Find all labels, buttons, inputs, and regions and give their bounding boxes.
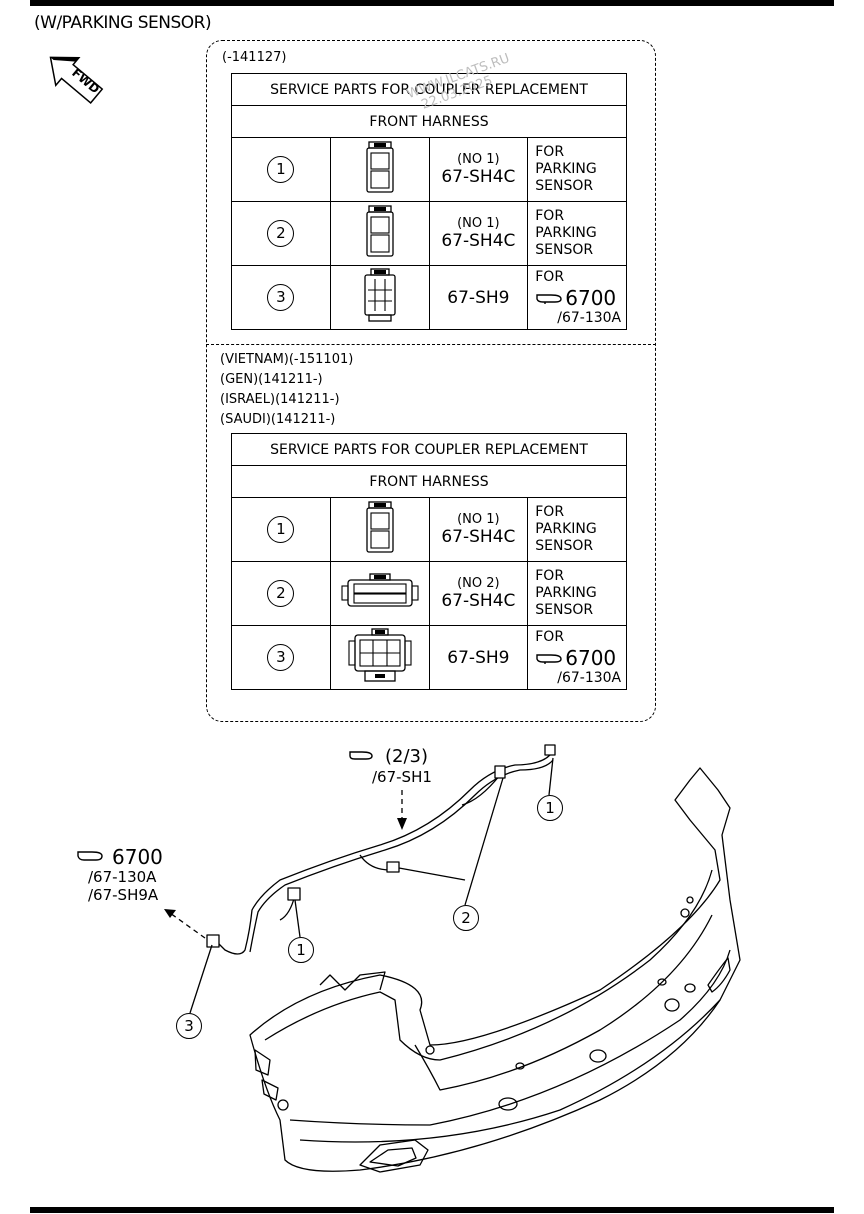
- row-number: 2: [267, 580, 295, 607]
- ref-top-line-2: /67-SH1: [372, 768, 432, 786]
- row-number: 1: [267, 516, 295, 543]
- bottom-border: [30, 1207, 834, 1213]
- ref-left-line-2: /67-130A: [88, 868, 157, 886]
- table1-header: SERVICE PARTS FOR COUPLER REPLACEMENT: [231, 73, 627, 106]
- table-row: 3 67-SH9 FOR 6700 /67-130A: [231, 265, 627, 330]
- coupler-group-frame: [206, 40, 656, 722]
- coupler-icon: [348, 627, 412, 682]
- part-number: 67-SH4C: [441, 591, 516, 611]
- coupler-table-1: SERVICE PARTS FOR COUPLER REPLACEMENT FR…: [231, 73, 627, 330]
- part-number: 67-SH4C: [441, 231, 516, 251]
- coupler-table-2: SERVICE PARTS FOR COUPLER REPLACEMENT FR…: [231, 433, 627, 690]
- table2-subheader: FRONT HARNESS: [231, 465, 627, 498]
- ref-left-line-3: /67-SH9A: [88, 886, 159, 904]
- part-number: 67-SH4C: [441, 527, 516, 547]
- table1-subheader: FRONT HARNESS: [231, 105, 627, 138]
- coupler-icon: [365, 140, 394, 193]
- row-number: 3: [267, 644, 295, 671]
- top-border: [30, 0, 834, 6]
- part-number: 67-SH9: [447, 287, 510, 308]
- part-usage: FOR: [535, 628, 565, 645]
- coupler-icon: [365, 500, 394, 553]
- table1-date-note: (-141127): [222, 50, 287, 65]
- ref-top-line-1: (2/3): [385, 746, 429, 767]
- part-number: 67-SH9: [447, 647, 510, 668]
- callout-1-left: 1: [288, 937, 314, 963]
- row-number: 3: [267, 284, 295, 311]
- part-variant: (NO 2): [457, 576, 500, 591]
- row-number: 1: [267, 156, 295, 183]
- table-row: 3 67-SH9 FOR 6700 /67-130A: [231, 625, 627, 690]
- reference-number: 6700: [565, 645, 617, 670]
- ref-left-line-1: 6700: [112, 845, 163, 869]
- reference: 6700: [535, 646, 626, 670]
- page-title: (W/PARKING SENSOR): [34, 13, 212, 33]
- table2-note-3: (ISRAEL)(141211-): [220, 392, 340, 407]
- table2-note-1: (VIETNAM)(-151101): [220, 352, 354, 367]
- part-usage-2: SENSOR: [535, 178, 594, 194]
- pointing-hand-icon: [536, 293, 562, 304]
- part-usage: FOR PARKING: [535, 568, 597, 601]
- coupler-icon: [365, 204, 394, 257]
- reference: 6700: [535, 286, 626, 310]
- reference-section: /67-130A: [557, 309, 622, 326]
- part-usage-2: SENSOR: [535, 602, 594, 618]
- row-number: 2: [267, 220, 295, 247]
- part-usage: FOR PARKING: [535, 144, 597, 177]
- part-usage-2: SENSOR: [535, 242, 594, 258]
- part-usage-2: SENSOR: [535, 538, 594, 554]
- reference-number: 6700: [565, 285, 617, 310]
- part-usage: FOR PARKING: [535, 504, 597, 537]
- part-usage: FOR: [535, 268, 565, 285]
- coupler-icon: [341, 572, 419, 607]
- callout-1-right: 1: [537, 795, 563, 821]
- part-variant: (NO 1): [457, 152, 500, 167]
- part-number: 67-SH4C: [441, 167, 516, 187]
- callout-2: 2: [453, 905, 479, 931]
- pointing-hand-icon: [536, 653, 562, 664]
- table2-note-2: (GEN)(141211-): [220, 372, 323, 387]
- part-variant: (NO 1): [457, 512, 500, 527]
- callout-3: 3: [176, 1013, 202, 1039]
- reference-section: /67-130A: [557, 669, 622, 686]
- part-variant: (NO 1): [457, 216, 500, 231]
- table2-note-4: (SAUDI)(141211-): [220, 412, 336, 427]
- part-usage: FOR PARKING: [535, 208, 597, 241]
- coupler-icon: [363, 267, 396, 322]
- group-divider: [206, 344, 656, 345]
